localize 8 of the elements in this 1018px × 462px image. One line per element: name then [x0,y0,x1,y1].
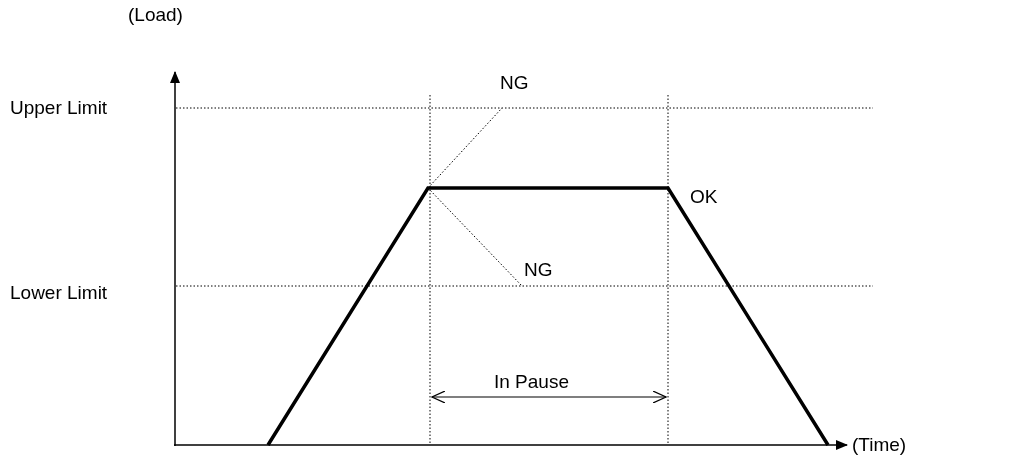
interval-label: In Pause [494,371,569,393]
axis-label: (Time) [852,434,907,456]
outcome-label: OK [690,186,718,208]
limit-label: Upper Limit [10,97,108,119]
outcome-label: NG [500,72,529,94]
limit-label: Lower Limit [10,282,108,304]
axis-label: (Load) [128,4,183,26]
outcome-label: NG [524,259,553,281]
